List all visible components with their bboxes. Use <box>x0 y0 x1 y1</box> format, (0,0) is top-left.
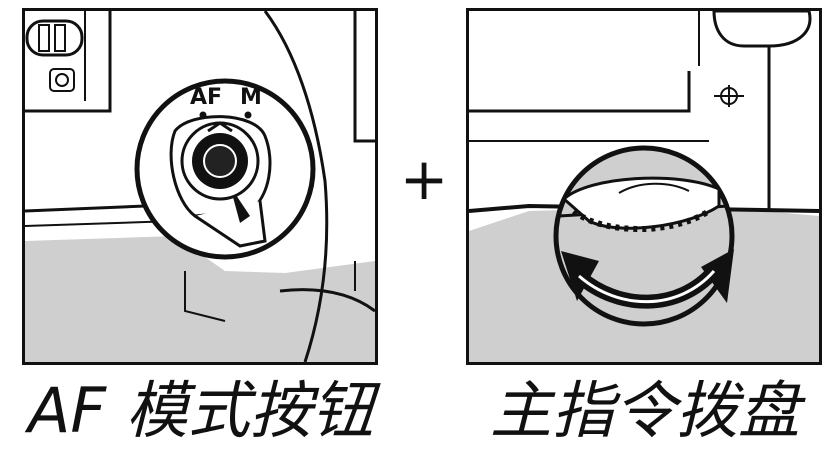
camera-front-drawing: AF M <box>25 11 375 362</box>
af-mode-button-caption: AF 模式按钮 <box>28 374 374 447</box>
camera-back-drawing <box>469 11 819 362</box>
main-command-dial-caption: 主指令拨盘 <box>490 374 801 447</box>
button-icon <box>49 68 75 92</box>
command-dial-icon <box>561 176 721 230</box>
af-mode-button-illustration: AF M <box>22 8 378 365</box>
main-command-dial-illustration <box>466 8 822 365</box>
plus-sign: + <box>399 145 449 213</box>
double-curved-arrow-icon <box>561 249 734 309</box>
switch-label-af: AF <box>190 85 222 110</box>
switch-label-m: M <box>240 85 262 110</box>
